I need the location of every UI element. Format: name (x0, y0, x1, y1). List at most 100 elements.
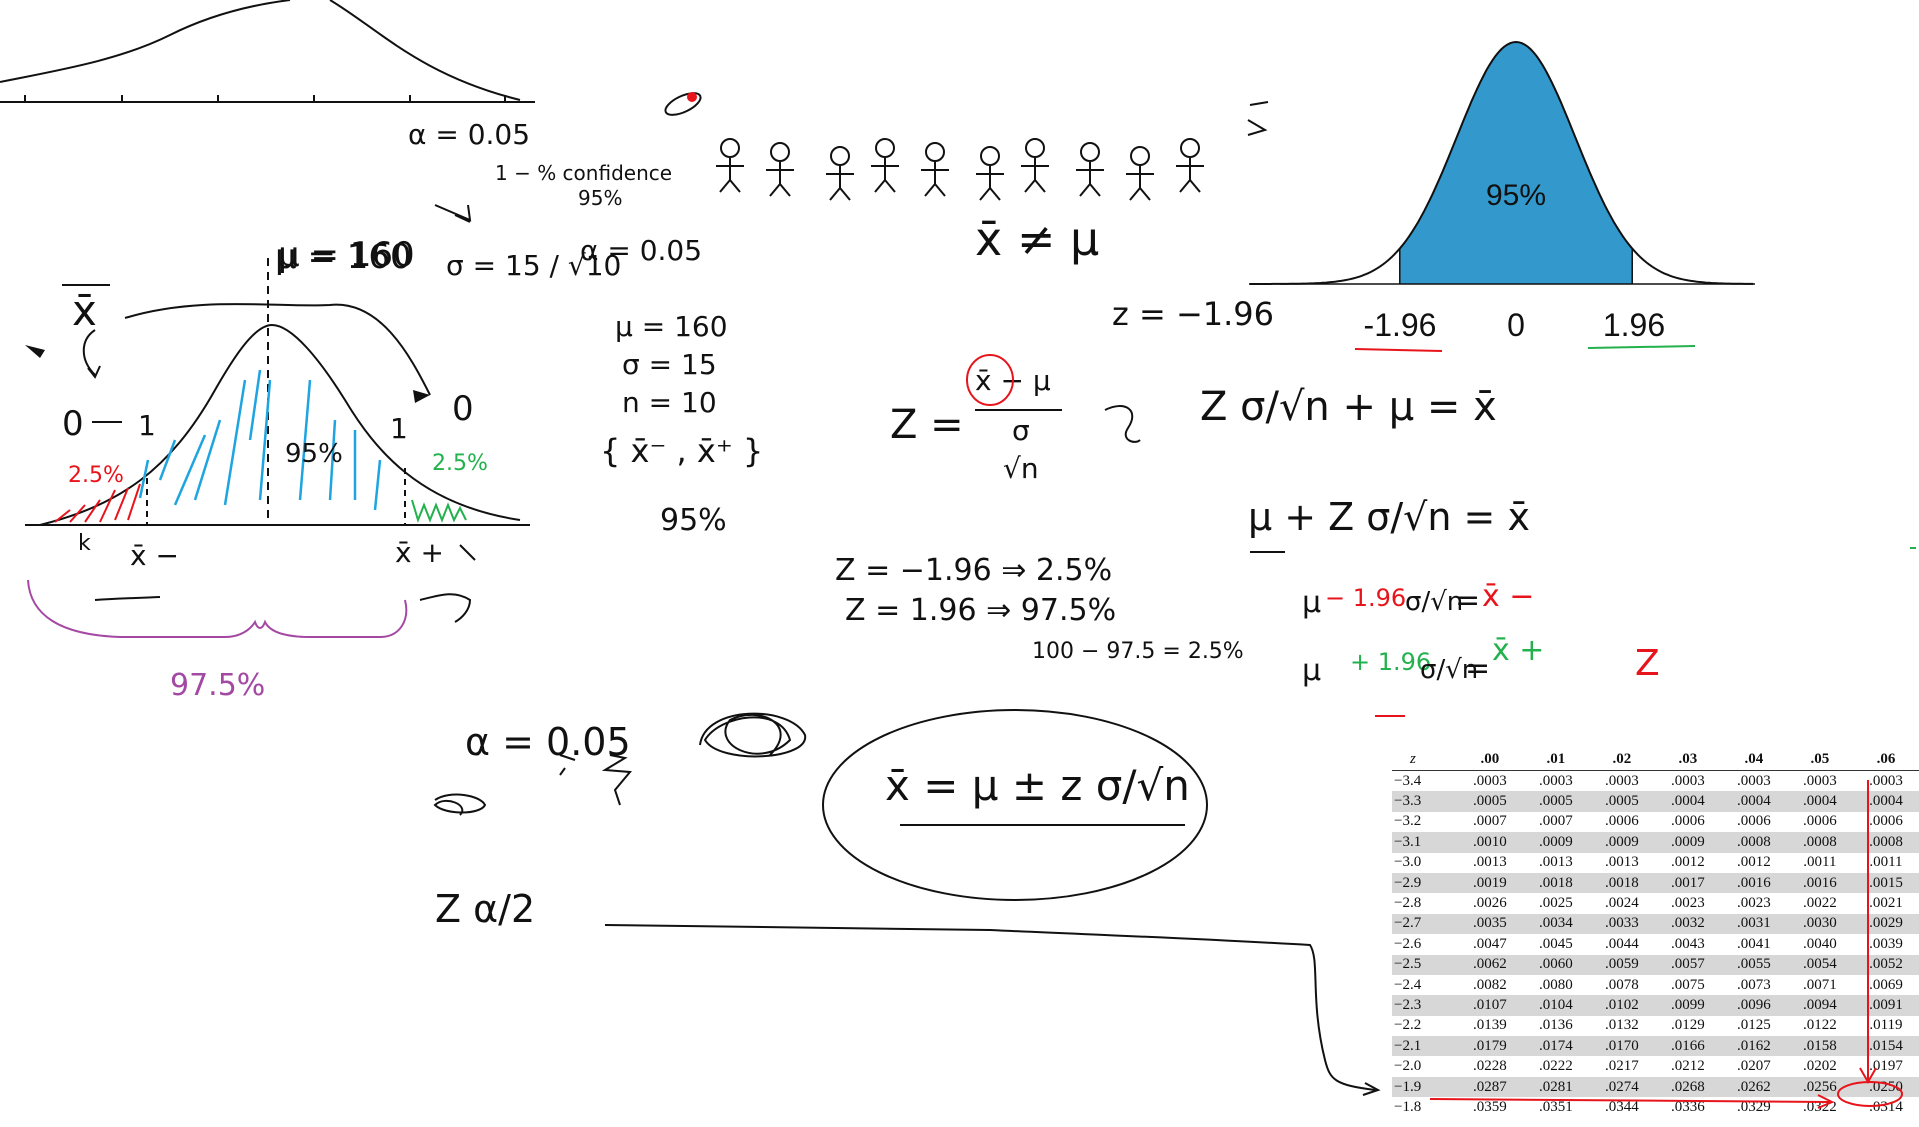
percent-95-small: 95% (578, 186, 622, 210)
probability-cell: .0262 (1720, 1076, 1787, 1098)
probability-cell: .0003 (1869, 772, 1903, 789)
probability-cell: .0019 (1456, 872, 1523, 894)
probability-cell: .0062 (1456, 954, 1523, 975)
red-hatching (54, 483, 141, 523)
z-value-cell: −2.6 (1394, 935, 1422, 952)
probability-cell: .0007 (1539, 813, 1573, 830)
table-row: −2.8.0026.0025.0024.0023.0023.0022.0021 (1392, 893, 1919, 913)
solve-lower-frac: σ/√n (1405, 587, 1463, 617)
solve-upper-op: + 1.96 (1350, 648, 1431, 676)
table-row: −1.8.0359.0351.0344.0336.0329.0322.0314 (1392, 1097, 1919, 1117)
sigma-formula: σ = 15 / √10 (446, 249, 621, 282)
interval-set: { x̄⁻ , x̄⁺ } (600, 432, 763, 470)
probability-cell: .0047 (1473, 935, 1507, 952)
mu-160-top: μ = 160 (278, 235, 415, 275)
probability-cell: .0071 (1803, 976, 1837, 993)
table-row: −1.9.0287.0281.0274.0268.0262.0256.0250 (1392, 1076, 1919, 1098)
top-left-curve (0, 0, 535, 103)
solve-upper-result: x̄ + (1492, 633, 1544, 668)
label-xminus: x̄ − (130, 539, 179, 572)
probability-cell: .0099 (1654, 995, 1721, 1016)
probability-cell: .0005 (1588, 791, 1655, 812)
stick-figure (716, 138, 744, 193)
connector-arrowhead (1362, 1082, 1381, 1096)
probability-cell: .0322 (1803, 1098, 1837, 1115)
z-table-col-header: .06 (1876, 750, 1896, 767)
probability-cell: .0344 (1605, 1098, 1639, 1115)
z-table-col-header: .00 (1480, 750, 1500, 767)
stick-figure (921, 142, 949, 197)
probability-cell: .0004 (1720, 791, 1787, 812)
probability-cell: .0179 (1456, 1036, 1523, 1057)
z-table-header-z: z (1410, 750, 1416, 767)
probability-cell: .0207 (1737, 1058, 1771, 1075)
probability-cell: .0044 (1605, 935, 1639, 952)
probability-cell: .0132 (1605, 1017, 1639, 1034)
z-to-pct-1: Z = −1.96 ⇒ 2.5% (835, 553, 1112, 588)
percent-95-mid: 95% (660, 503, 727, 538)
left-one: 1 (138, 409, 156, 442)
ci-formula: x̄ = μ ± z σ/√n (885, 761, 1190, 810)
z-table-grid: z .00.01.02.03.04.05.06 −3.4.0003.0003.0… (1392, 748, 1919, 1118)
probability-cell: .0016 (1720, 872, 1787, 894)
probability-cell: .0011 (1803, 854, 1837, 871)
scribble-marks (433, 204, 807, 816)
alpha-note-3: α = 0.05 (465, 720, 631, 764)
normal-center-label: 95% (1486, 179, 1546, 212)
probability-cell: .0006 (1803, 813, 1837, 830)
probability-cell: .0045 (1539, 935, 1573, 952)
table-row: −2.2.0139.0136.0132.0129.0125.0122.0119 (1392, 1016, 1919, 1036)
probability-cell: .0228 (1473, 1058, 1507, 1075)
z-table-col-header: .02 (1612, 750, 1632, 767)
xbar-not-mu: x̄ ≠ μ (975, 212, 1099, 266)
probability-cell: .0102 (1588, 995, 1655, 1016)
probability-cell: .0013 (1539, 854, 1573, 871)
tick-label-196: 1.96 (1603, 307, 1665, 343)
probability-cell: .0162 (1720, 1036, 1787, 1057)
connector-line (604, 924, 1376, 1091)
z-table-col-header: .03 (1678, 750, 1698, 767)
left-bottom-arrow (94, 596, 161, 601)
probability-cell: .0129 (1671, 1017, 1705, 1034)
stick-figure (1126, 146, 1154, 201)
probability-cell: .0043 (1671, 935, 1705, 952)
probability-cell: .0025 (1539, 895, 1573, 912)
z-value-cell: −2.0 (1394, 1058, 1422, 1075)
edge-partial-glyph (1247, 101, 1269, 136)
z-value-cell: −3.3 (1392, 791, 1457, 812)
left-xbar: x̄ (72, 286, 97, 335)
probability-cell: .0139 (1473, 1017, 1507, 1034)
red-circle-xbar (966, 354, 1014, 406)
probability-cell: .0004 (1786, 791, 1853, 812)
pct-right-green: 2.5% (432, 451, 488, 476)
probability-cell: .0107 (1456, 995, 1523, 1016)
probability-cell: .0030 (1786, 913, 1853, 935)
red-z: Z (1635, 643, 1660, 684)
z-value-cell: −2.1 (1392, 1036, 1457, 1057)
solve-lower-op: − 1.96 (1325, 584, 1406, 612)
solve-upper-eq: = (1465, 651, 1490, 686)
right-bottom-arrow (419, 593, 472, 623)
probability-cell: .0119 (1869, 1017, 1903, 1034)
solve-upper: μ + 1.96 σ/√n = x̄ + (1302, 633, 1544, 688)
z-value-cell: −3.4 (1394, 772, 1422, 789)
probability-cell: .0158 (1786, 1036, 1853, 1057)
left-dot-arrow (25, 345, 45, 358)
given-n: n = 10 (622, 386, 717, 419)
probability-cell: .0287 (1456, 1076, 1523, 1098)
probability-cell: .0222 (1539, 1058, 1573, 1075)
stick-figure (976, 146, 1004, 201)
table-row: −3.2.0007.0007.0006.0006.0006.0006.0006 (1392, 812, 1919, 832)
probability-cell: .0023 (1671, 895, 1705, 912)
z-value-cell: −2.7 (1392, 913, 1457, 935)
z-value-cell: −2.5 (1392, 954, 1457, 975)
probability-cell: .0009 (1522, 832, 1589, 853)
stick-figure (1076, 142, 1104, 197)
probability-cell: .0004 (1654, 791, 1721, 812)
alpha-note: α = 0.05 (408, 118, 530, 151)
z-value-cell: −2.3 (1392, 995, 1457, 1016)
right-small-tick (459, 544, 476, 561)
table-row: −3.0.0013.0013.0013.0012.0012.0011.0011 (1392, 853, 1919, 873)
given-mu: μ = 160 (615, 310, 728, 343)
pct-mid: 95% (285, 439, 343, 469)
